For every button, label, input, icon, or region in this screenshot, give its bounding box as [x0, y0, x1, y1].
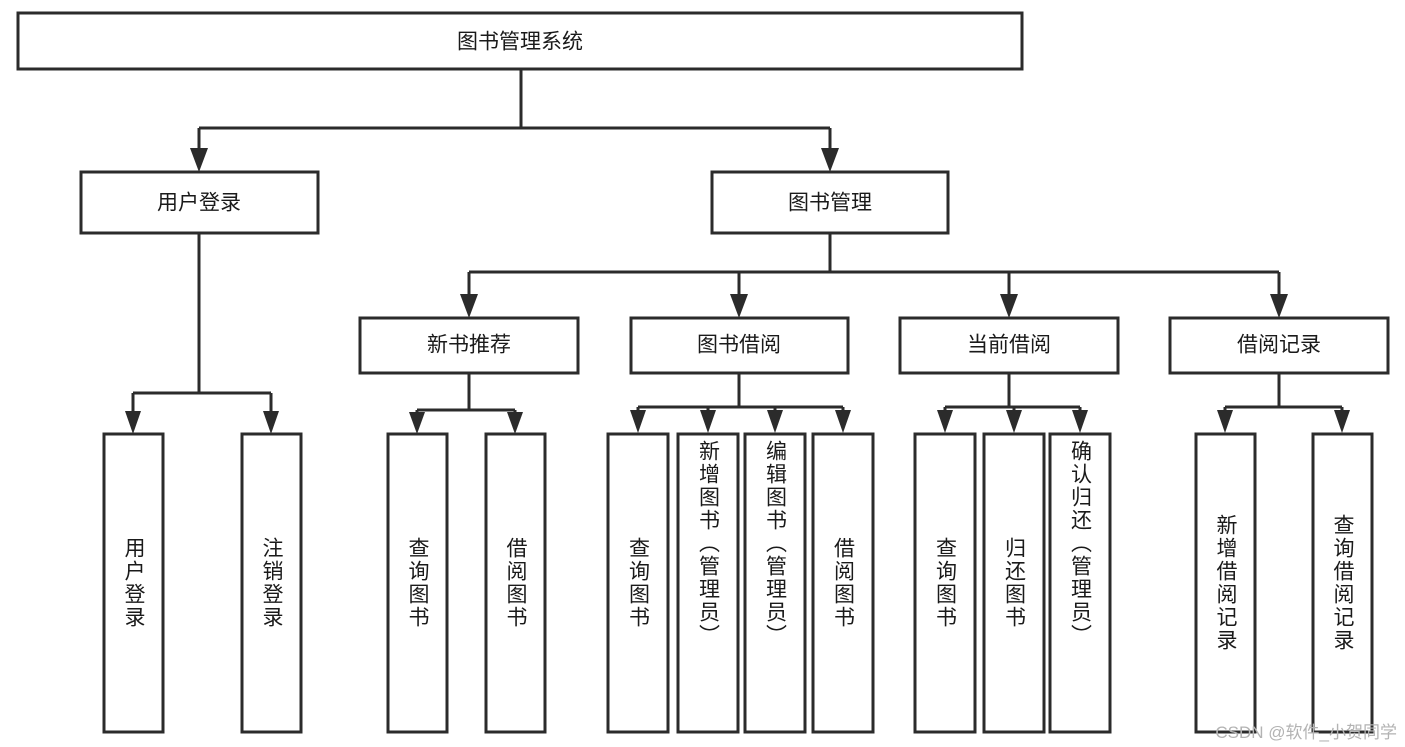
- node-layer: 图书管理系统 用户登录 图书管理 新书推荐 图书借阅 当前: [16, 11, 1390, 734]
- arrowhead-leaf-return-book: [1006, 410, 1022, 433]
- arrowhead-leaf-confirm-return-admin: [1072, 410, 1088, 433]
- node-leaf-add-borrow-record-rect[interactable]: [1194, 432, 1257, 734]
- node-leaf-borrow-book-rec-rect[interactable]: [484, 432, 547, 734]
- node-user-login[interactable]: 用户登录: [79, 170, 320, 235]
- node-user-login-rect[interactable]: [79, 170, 320, 235]
- arrowhead-leaf-query-book-rec: [409, 412, 425, 434]
- node-book-borrow[interactable]: 图书借阅: [629, 316, 850, 375]
- arrowhead-leaf-borrow-book-rec: [507, 412, 523, 434]
- node-borrow-records-label: 借阅记录: [1237, 334, 1321, 357]
- node-leaf-query-book-borrow-rect[interactable]: [606, 432, 670, 734]
- node-leaf-logout-rect[interactable]: [240, 432, 303, 734]
- node-root-label: 图书管理系统: [457, 31, 583, 54]
- arrowhead-borrow-records: [1270, 294, 1288, 318]
- node-leaf-user-login-rect[interactable]: [102, 432, 165, 734]
- csdn-watermark: CSDN @软件_小贺同学: [1215, 723, 1397, 742]
- arrowhead-leaf-query-borrow-record: [1334, 410, 1350, 433]
- node-book-borrow-label: 图书借阅: [697, 334, 781, 357]
- node-leaf-confirm-return-admin-rect[interactable]: [1048, 432, 1112, 734]
- node-book-management-rect[interactable]: [710, 170, 950, 235]
- arrowhead-leaf-query-book-current: [937, 410, 953, 433]
- node-book-management-label: 图书管理: [788, 192, 872, 215]
- arrowhead-leaf-add-book-admin: [700, 410, 716, 433]
- node-leaf-query-book-current-rect[interactable]: [913, 432, 977, 734]
- node-new-book-recommend-label: 新书推荐: [427, 334, 511, 357]
- node-current-borrow-rect[interactable]: [898, 316, 1120, 375]
- arrowhead-leaf-logout: [263, 411, 279, 434]
- connector-layer: [125, 69, 1350, 434]
- arrowhead-user-login: [190, 148, 208, 172]
- arrowhead-book-borrow: [730, 294, 748, 318]
- node-leaf-add-book-admin-rect[interactable]: [676, 432, 740, 734]
- node-borrow-records-rect[interactable]: [1168, 316, 1390, 375]
- arrowhead-leaf-query-book-borrow: [630, 410, 646, 433]
- node-current-borrow-label: 当前借阅: [967, 334, 1051, 357]
- arrowhead-book-management: [821, 148, 839, 172]
- node-leaf-borrow-book-rect[interactable]: [811, 432, 875, 734]
- arrowhead-leaf-user-login: [125, 411, 141, 434]
- arrowhead-new-book-recommend: [460, 294, 478, 318]
- node-leaf-query-book-rec-rect[interactable]: [386, 432, 449, 734]
- node-new-book-recommend-rect[interactable]: [358, 316, 580, 375]
- arrowhead-leaf-add-borrow-record: [1217, 410, 1233, 433]
- node-root-rect[interactable]: [16, 11, 1024, 71]
- node-book-management[interactable]: 图书管理: [710, 170, 950, 235]
- arrowhead-leaf-edit-book-admin: [767, 410, 783, 433]
- node-current-borrow[interactable]: 当前借阅: [898, 316, 1120, 375]
- node-leaf-edit-book-admin-rect[interactable]: [743, 432, 807, 734]
- node-user-login-label: 用户登录: [157, 192, 241, 215]
- arrowhead-current-borrow: [1000, 294, 1018, 318]
- node-borrow-records[interactable]: 借阅记录: [1168, 316, 1390, 375]
- node-new-book-recommend[interactable]: 新书推荐: [358, 316, 580, 375]
- node-root[interactable]: 图书管理系统: [16, 11, 1024, 71]
- node-book-borrow-rect[interactable]: [629, 316, 850, 375]
- node-leaf-return-book-rect[interactable]: [982, 432, 1046, 734]
- node-leaf-query-borrow-record-rect[interactable]: [1311, 432, 1374, 734]
- arrowhead-leaf-borrow-book: [835, 410, 851, 433]
